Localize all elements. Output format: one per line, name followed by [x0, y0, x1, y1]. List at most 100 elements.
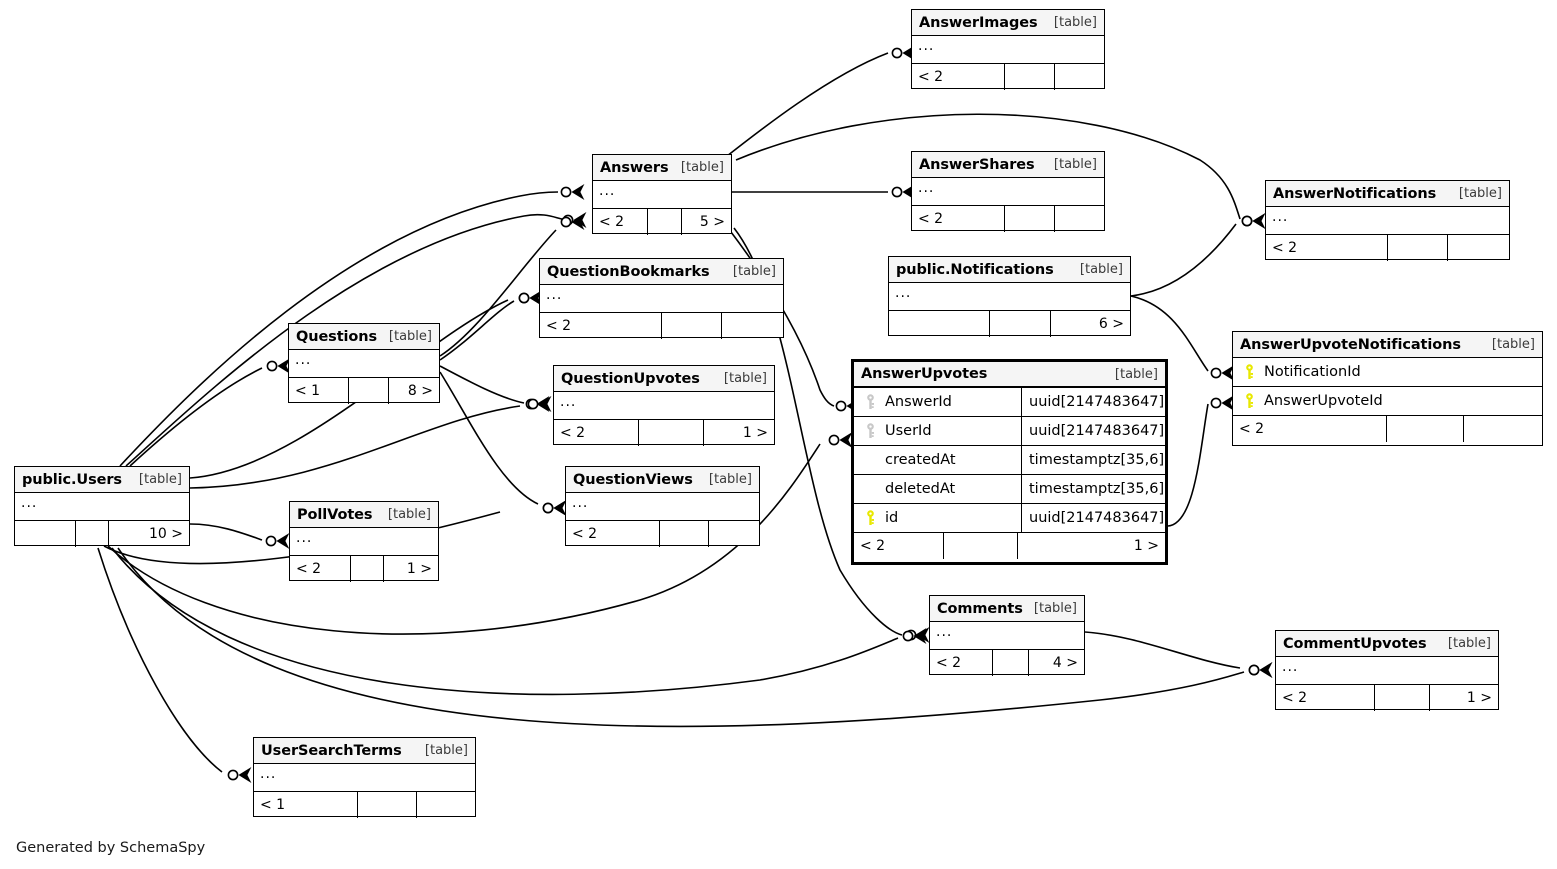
footer-cell — [1388, 235, 1449, 261]
column-name: UserId — [885, 423, 932, 439]
optional-cardinality-marker — [891, 47, 903, 59]
table-header-answer-notifications: AnswerNotifications[table] — [1266, 181, 1509, 207]
table-header-questions: Questions[table] — [289, 324, 439, 350]
table-footer-user-search-terms: < 1 — [254, 792, 475, 818]
footer-cell: < 2 — [290, 556, 352, 582]
column-row[interactable]: deletedAt timestamptz[35,6] — [854, 475, 1165, 504]
table-title: QuestionUpvotes — [561, 370, 700, 387]
optional-cardinality-marker — [1241, 215, 1253, 227]
footer-cell — [660, 521, 710, 547]
table-node-notifications[interactable]: public.Notifications[table]...6 > — [888, 256, 1131, 337]
table-title: AnswerUpvoteNotifications — [1240, 336, 1461, 353]
table-footer-answer-notifications: < 2 — [1266, 235, 1509, 261]
relationship-edge — [189, 405, 521, 489]
footer-cell — [722, 313, 783, 339]
table-node-question-views[interactable]: QuestionViews[table]...< 2 — [565, 466, 760, 547]
crows-foot-marker — [538, 396, 552, 412]
footer-cell — [1055, 206, 1105, 232]
table-body-ellipsis: ... — [540, 285, 783, 313]
table-node-answer-images[interactable]: AnswerImages[table]...< 2 — [911, 9, 1105, 90]
footer-cell: < 2 — [566, 521, 660, 547]
table-type-tag: [table] — [1053, 157, 1097, 172]
table-header-answer-images: AnswerImages[table] — [912, 10, 1104, 36]
table-type-tag: [table] — [1033, 601, 1077, 616]
table-node-question-bookmarks[interactable]: QuestionBookmarks[table]...< 2 — [539, 258, 784, 339]
table-node-answer-notifications[interactable]: AnswerNotifications[table]... < 2 — [1265, 180, 1510, 261]
primary-key-icon — [1241, 393, 1258, 409]
footer-cell — [358, 792, 417, 818]
column-name-cell: UserId — [854, 417, 1022, 445]
table-title: public.Users — [22, 471, 122, 488]
column-type-cell: uuid[2147483647] — [1022, 417, 1164, 445]
column-row[interactable]: NotificationId — [1233, 358, 1542, 387]
table-type-tag: [table] — [1458, 186, 1502, 201]
ellipsis-text: ... — [295, 351, 312, 368]
table-title: Comments — [937, 600, 1023, 617]
column-name-cell: AnswerId — [854, 388, 1022, 416]
optional-cardinality-marker — [835, 400, 847, 412]
table-header-user-search-terms: UserSearchTerms[table] — [254, 738, 475, 764]
ellipsis-text: ... — [1272, 208, 1289, 225]
optional-cardinality-marker — [527, 398, 539, 410]
footer-cell — [15, 521, 77, 547]
ellipsis-text: ... — [1282, 658, 1299, 675]
footer-cell: < 1 — [254, 792, 358, 818]
crows-foot-marker — [571, 214, 585, 230]
footer-cell — [351, 556, 384, 582]
column-type-cell: uuid[2147483647] — [1022, 504, 1164, 532]
crows-foot-marker — [536, 396, 550, 412]
table-footer-answer-shares: < 2 — [912, 206, 1104, 232]
column-name: AnswerUpvoteId — [1264, 393, 1383, 409]
optional-cardinality-marker — [560, 216, 572, 228]
table-body-ellipsis: ... — [289, 350, 439, 378]
table-body-ellipsis: ... — [254, 764, 475, 792]
footer-cell — [417, 792, 475, 818]
optional-cardinality-marker — [227, 769, 239, 781]
relationship-edge — [189, 523, 263, 541]
footer-cell: 1 > — [1133, 538, 1159, 554]
table-footer-poll-votes: < 2 1 > — [290, 556, 438, 582]
column-row[interactable]: AnswerUpvoteId — [1233, 387, 1542, 416]
table-node-answer-upvote-notifications[interactable]: AnswerUpvoteNotifications [table] Notifica… — [1232, 331, 1543, 446]
table-title: public.Notifications — [896, 261, 1054, 278]
table-node-users[interactable]: public.Users[table]...10 > — [14, 466, 190, 547]
table-title: QuestionViews — [573, 471, 693, 488]
ellipsis-text: ... — [260, 765, 277, 782]
ellipsis-text: ... — [560, 393, 577, 410]
footer-cell: 1 > — [742, 425, 768, 441]
footer-cell: < 2 — [912, 206, 1005, 232]
table-header-users: public.Users [table] — [15, 467, 189, 493]
column-name-cell: deletedAt — [854, 475, 1022, 503]
table-type-tag: [table] — [388, 329, 432, 344]
column-row[interactable]: UserId uuid[2147483647] — [854, 417, 1165, 446]
table-type-tag: [table] — [1491, 337, 1535, 352]
footer-cell: 10 > — [149, 526, 183, 542]
table-node-user-search-terms[interactable]: UserSearchTerms[table]... < 1 — [253, 737, 476, 818]
table-type-tag: [table] — [708, 472, 752, 487]
table-title: QuestionBookmarks — [547, 263, 710, 280]
table-header-comments: Comments [table] — [930, 596, 1084, 622]
ellipsis-text: ... — [546, 286, 563, 303]
table-type-tag: [table] — [138, 472, 182, 487]
column-name: deletedAt — [885, 481, 956, 497]
footer-cell: < 2 — [1233, 416, 1387, 442]
table-node-answer-shares[interactable]: AnswerShares[table]...< 2 — [911, 151, 1105, 232]
primary-key-icon — [862, 510, 879, 526]
column-type: timestamptz[35,6] — [1029, 481, 1165, 497]
table-type-tag: [table] — [1053, 15, 1097, 30]
optional-cardinality-marker — [266, 360, 278, 372]
footer-cell: 1 > — [406, 561, 432, 577]
footer-cell — [993, 650, 1029, 676]
